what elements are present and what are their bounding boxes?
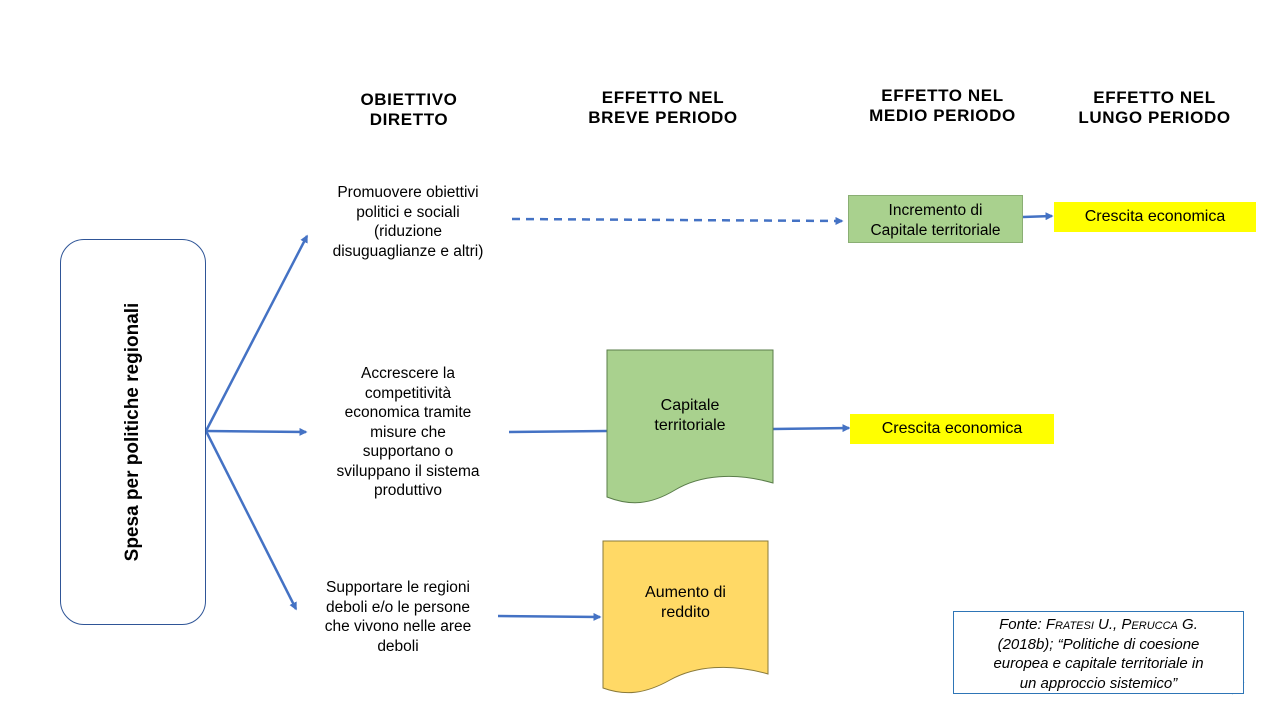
aumento-document-shape	[602, 540, 769, 694]
objective-line: competitività	[364, 384, 452, 402]
objective-line: supportano o	[362, 443, 454, 460]
objective-bottom: Supportare le regioni deboli e/o le pers…	[298, 578, 498, 656]
objective-line: Supportare le regioni	[326, 579, 470, 596]
citation-author-1: Fratesi	[1045, 616, 1094, 633]
capitale-document-shape	[606, 349, 774, 504]
objective-top: Promuovere obiettivi politici e sociali …	[308, 183, 508, 261]
spesa-label: Spesa per politiche regionali	[122, 302, 143, 562]
crescita-medio-node: Crescita economica	[850, 414, 1054, 444]
header-obiettivo-diretto: OBIETTIVO DIRETTO	[334, 90, 484, 130]
arrow-to-crescita-mid	[772, 424, 851, 433]
citation-line-2: (2018b); “Politiche di coesione	[997, 635, 1200, 653]
header-line: DIRETTO	[369, 110, 449, 129]
header-line: EFFETTO NEL	[881, 86, 1004, 105]
header-line: EFFETTO NEL	[1093, 88, 1216, 107]
header-line: EFFETTO NEL	[601, 88, 725, 107]
incremento-node: Incremento di Capitale territoriale	[848, 195, 1023, 243]
line-to-capitale	[508, 429, 608, 434]
arrow-to-aumento	[497, 612, 602, 621]
node-line: reddito	[661, 603, 710, 621]
capitale-label: Capitale territoriale	[607, 396, 773, 435]
arrow-to-bottom-objective	[204, 430, 298, 611]
arrow-to-middle-objective	[205, 427, 308, 436]
citation-author-1-initial: U.,	[1093, 616, 1122, 633]
objective-line: deboli e/o le persone	[326, 598, 470, 616]
objective-line: produttivo	[373, 482, 443, 499]
objective-middle: Accrescere la competitività economica tr…	[308, 364, 508, 501]
citation-line-3: europea e capitale territoriale in	[993, 655, 1204, 672]
citation-line-1: Fonte: Fratesi U., Perucca G.	[960, 615, 1237, 635]
objective-line: misure che	[370, 423, 446, 441]
citation-author-2: Perucca	[1121, 616, 1178, 633]
citation-line-4: un approccio sistemico”	[1019, 674, 1178, 692]
header-breve-periodo: EFFETTO NEL BREVE PERIODO	[583, 88, 743, 128]
header-line: MEDIO PERIODO	[869, 106, 1016, 125]
citation-prefix: Fonte:	[999, 616, 1046, 633]
node-line: Capitale	[660, 397, 720, 414]
spesa-node	[60, 239, 206, 625]
header-line: LUNGO PERIODO	[1078, 108, 1231, 127]
arrow-to-crescita-top	[1022, 212, 1054, 221]
objective-line: economica tramite	[344, 404, 472, 421]
objective-line: Accrescere la	[361, 365, 455, 382]
node-line: Capitale territoriale	[870, 222, 1001, 239]
citation-author-2-initial: G.	[1177, 616, 1198, 633]
objective-line: disuguaglianze e altri)	[332, 242, 484, 260]
node-line: Aumento di	[645, 584, 726, 601]
header-line: OBIETTIVO	[360, 90, 458, 109]
objective-line: politici e sociali	[356, 203, 460, 221]
node-line: Incremento di	[888, 202, 983, 219]
objective-line: Promuovere obiettivi	[337, 184, 479, 201]
aumento-label: Aumento di reddito	[603, 583, 768, 622]
header-lungo-periodo: EFFETTO NEL LUNGO PERIODO	[1067, 88, 1242, 128]
objective-line: che vivono nelle aree	[324, 618, 472, 635]
citation-box: Fonte: Fratesi U., Perucca G. (2018b); “…	[953, 611, 1244, 694]
objective-line: deboli	[377, 637, 419, 655]
header-medio-periodo: EFFETTO NEL MEDIO PERIODO	[855, 86, 1030, 126]
objective-line: (riduzione	[373, 223, 443, 240]
dashed-arrow-to-incremento	[511, 216, 844, 225]
header-line: BREVE PERIODO	[588, 108, 738, 127]
crescita-lungo-node: Crescita economica	[1054, 202, 1256, 232]
arrow-to-top-objective	[204, 234, 309, 432]
node-line: territoriale	[654, 416, 726, 434]
objective-line: sviluppano il sistema	[336, 462, 480, 480]
